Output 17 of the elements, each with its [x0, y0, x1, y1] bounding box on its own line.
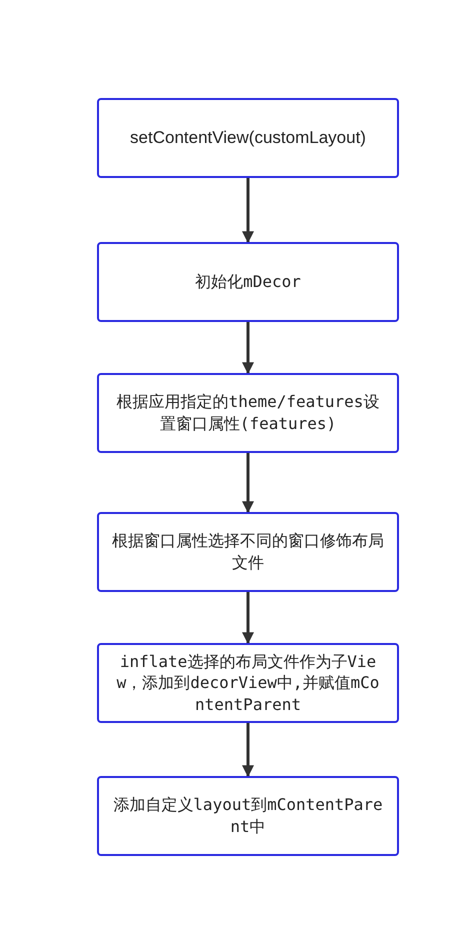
box-label: inflate选择的布局文件作为子View，添加到decorView中,并赋值mContentParent [116, 650, 380, 716]
arrow [242, 322, 254, 374]
process-box [97, 242, 399, 322]
process-box [97, 776, 399, 856]
arrow [242, 592, 254, 644]
box-label: 根据窗口属性选择不同的窗口修饰布局文件 [112, 530, 384, 574]
process-box [97, 512, 399, 592]
arrow [242, 178, 254, 244]
process-box [97, 643, 399, 723]
box-label: 初始化mDecor [195, 271, 301, 293]
arrow [242, 723, 254, 778]
process-box [97, 98, 399, 178]
box-label: 添加自定义layout到mContentParent中 [112, 794, 384, 838]
box-label: 根据应用指定的theme/features设置窗口属性(features) [116, 391, 380, 435]
process-box [97, 373, 399, 453]
box-label: setContentView(customLayout) [130, 126, 366, 149]
arrow [242, 453, 254, 514]
